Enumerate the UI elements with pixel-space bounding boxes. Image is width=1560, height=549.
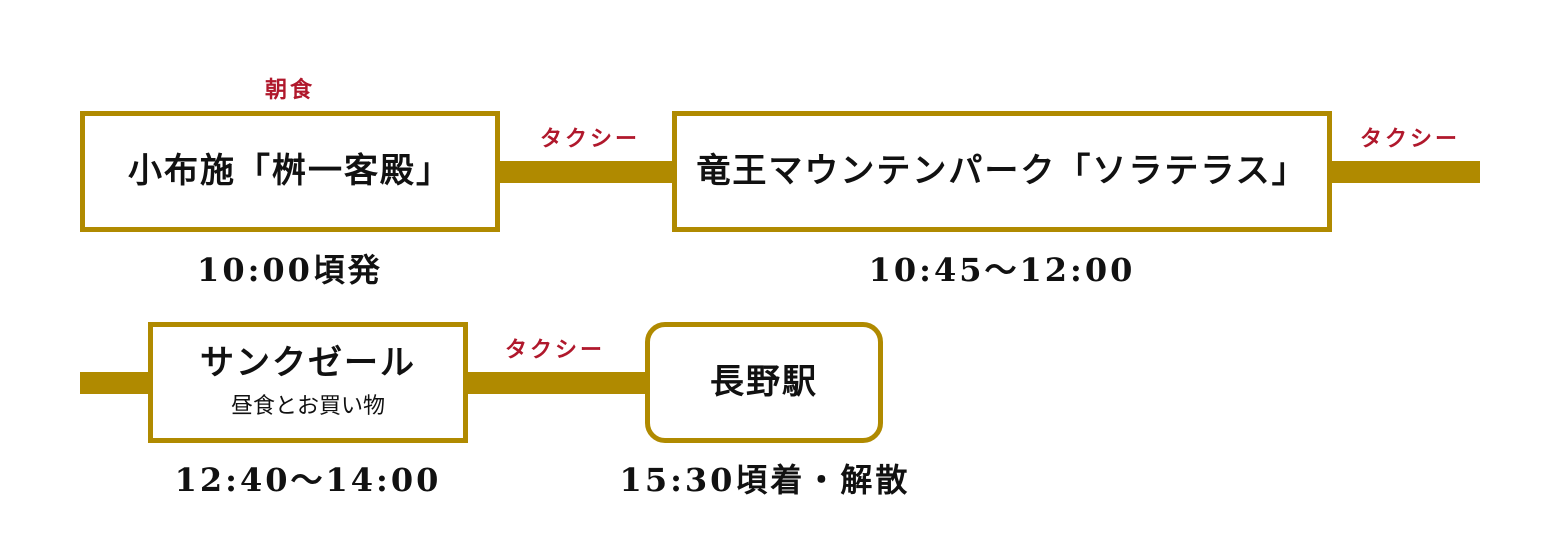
route-line-1-2 [495, 161, 680, 183]
stop-time: 12:40〜14:00 [174, 461, 442, 499]
stop-name: 小布施「桝一客殿」 [128, 150, 452, 191]
transport-label-taxi: タクシー [504, 337, 605, 363]
stop-nagano-station: 長野駅 [645, 322, 883, 443]
stop-time: 15:30頃着・解散 [619, 461, 911, 499]
breakfast-label: 朝食 [264, 77, 315, 103]
transport-label-taxi: タクシー [539, 126, 640, 152]
stop-obuse-masuichi: 小布施「桝一客殿」 [80, 111, 500, 232]
stop-name: 竜王マウンテンパーク「ソラテラス」 [696, 150, 1308, 191]
stop-name: サンクゼール [200, 342, 416, 383]
stop-time: 10:45〜12:00 [868, 251, 1136, 289]
stop-note: 昼食とお買い物 [230, 394, 385, 420]
route-line-start-3 [80, 372, 155, 394]
stop-name: 長野駅 [710, 361, 818, 402]
stop-time: 10:00頃発 [197, 251, 383, 289]
route-line-2-continue [1325, 161, 1480, 183]
route-line-3-4 [462, 372, 654, 394]
transport-label-taxi: タクシー [1359, 126, 1460, 152]
stop-ryuoo-soraterrace: 竜王マウンテンパーク「ソラテラス」 [672, 111, 1332, 232]
stop-st-cousair: サンクゼール 昼食とお買い物 [148, 322, 468, 443]
